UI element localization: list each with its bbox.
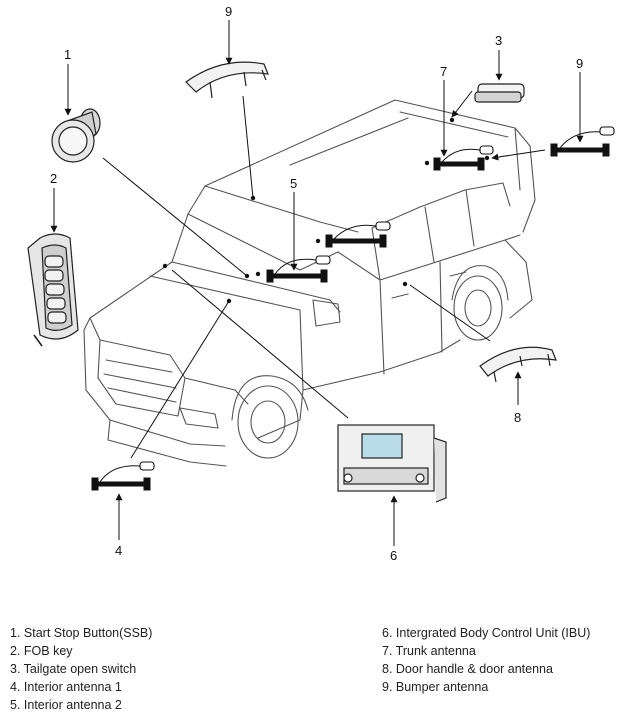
callout-2: 2 <box>50 171 57 186</box>
callout-4: 4 <box>115 543 122 558</box>
callout-6: 6 <box>390 548 397 563</box>
legend-item: 4. Interior antenna 1 <box>10 680 122 694</box>
callout-5: 5 <box>290 176 297 191</box>
tailgate-switch-illustration <box>474 83 525 103</box>
legend-item: 8. Door handle & door antenna <box>382 662 553 676</box>
leader-lines <box>50 20 584 546</box>
vehicle-outline <box>83 99 536 467</box>
antenna-shapes <box>91 126 615 491</box>
legend-item: 2. FOB key <box>10 644 73 658</box>
legend-left-column: 1. Start Stop Button(SSB) 2. FOB key 3. … <box>10 624 152 714</box>
legend-item: 9. Bumper antenna <box>382 680 489 694</box>
fob-key-illustration <box>27 233 79 347</box>
location-dots <box>162 117 490 304</box>
ibu-unit-illustration <box>337 424 447 503</box>
legend-item: 5. Interior antenna 2 <box>10 698 122 712</box>
start-stop-button-illustration <box>51 108 101 163</box>
callout-7: 7 <box>440 64 447 79</box>
legend-item: 6. Intergrated Body Control Unit (IBU) <box>382 626 591 640</box>
legend-item: 3. Tailgate open switch <box>10 662 137 676</box>
legend-item: 1. Start Stop Button(SSB) <box>10 626 153 640</box>
callout-8: 8 <box>514 410 521 425</box>
callout-3: 3 <box>495 33 502 48</box>
callout-9-top: 9 <box>225 4 232 19</box>
component-location-diagram: 1 2 3 4 5 6 7 8 9 9 <box>27 4 615 563</box>
callout-9-right: 9 <box>576 56 583 71</box>
door-handle-illustrations <box>185 61 557 383</box>
legend-right-column: 6. Intergrated Body Control Unit (IBU) 7… <box>382 624 590 696</box>
legend-item: 7. Trunk antenna <box>382 644 476 658</box>
callout-1: 1 <box>64 47 71 62</box>
